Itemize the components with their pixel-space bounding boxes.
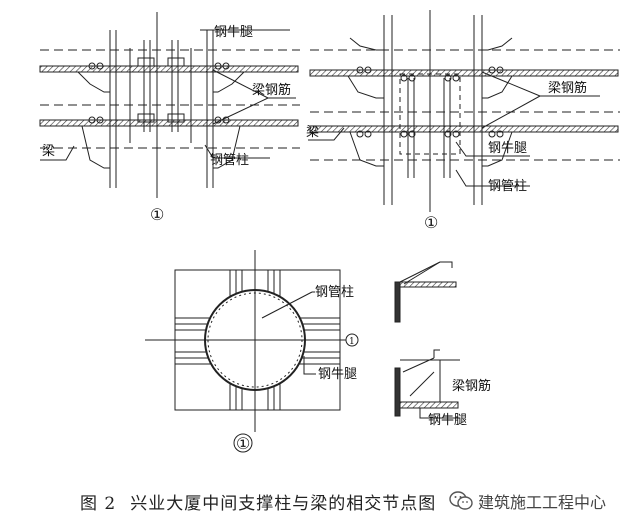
label-beam-rebar-detail: 梁钢筋 bbox=[452, 378, 491, 394]
axis-marker-tr: ① bbox=[424, 213, 438, 232]
label-beam-rebar-tl: 梁钢筋 bbox=[252, 82, 291, 98]
beam-rebar-band-top-r bbox=[309, 69, 619, 77]
beam-rebar-band-bottom bbox=[39, 119, 299, 127]
wechat-logo-icon bbox=[449, 491, 473, 510]
elevation-right-labels: 梁钢筋 梁 钢牛腿 钢管柱 ① bbox=[306, 80, 587, 232]
label-bracket-plan: 钢牛腿 bbox=[318, 367, 357, 382]
plan-view-labels: 钢管柱 钢牛腿 1 ① bbox=[236, 285, 357, 453]
figure-caption: 图 2 兴业大厦中间支撑柱与梁的相交节点图 bbox=[80, 489, 540, 515]
label-beam-rebar-tr: 梁钢筋 bbox=[548, 80, 587, 96]
label-steel-tube-plan: 钢管柱 bbox=[315, 285, 354, 300]
elevation-left-labels: 钢牛腿 梁钢筋 梁 钢管柱 ① bbox=[42, 25, 291, 224]
axis-marker-plan-right: 1 bbox=[349, 337, 355, 347]
axis-marker-plan-bottom: ① bbox=[236, 434, 250, 453]
beam-rebar-band-bottom-r bbox=[309, 125, 619, 133]
plan-view bbox=[145, 250, 359, 453]
label-steel-tube-tl: 钢管柱 bbox=[210, 153, 249, 168]
label-beam-tl: 梁 bbox=[42, 144, 55, 159]
label-steel-tube-tr: 钢管柱 bbox=[488, 179, 527, 194]
elevation-right bbox=[308, 10, 620, 212]
figure-number: 图 2 bbox=[80, 494, 117, 514]
watermark: 建筑施工工程中心 bbox=[448, 484, 618, 518]
label-bracket-tr: 钢牛腿 bbox=[488, 141, 527, 156]
watermark-text: 建筑施工工程中心 bbox=[478, 493, 607, 512]
axis-marker-tl: ① bbox=[150, 205, 164, 224]
elevation-left bbox=[39, 12, 300, 198]
label-beam-tr: 梁 bbox=[306, 125, 319, 140]
label-bracket-detail: 钢牛腿 bbox=[428, 413, 467, 428]
figure-title: 兴业大厦中间支撑柱与梁的相交节点图 bbox=[130, 494, 437, 514]
beam-rebar-band-top bbox=[39, 65, 299, 73]
label-bracket-tl: 钢牛腿 bbox=[214, 25, 253, 40]
detail-view-labels: 梁钢筋 钢牛腿 bbox=[428, 378, 491, 428]
detail-view bbox=[394, 261, 460, 419]
